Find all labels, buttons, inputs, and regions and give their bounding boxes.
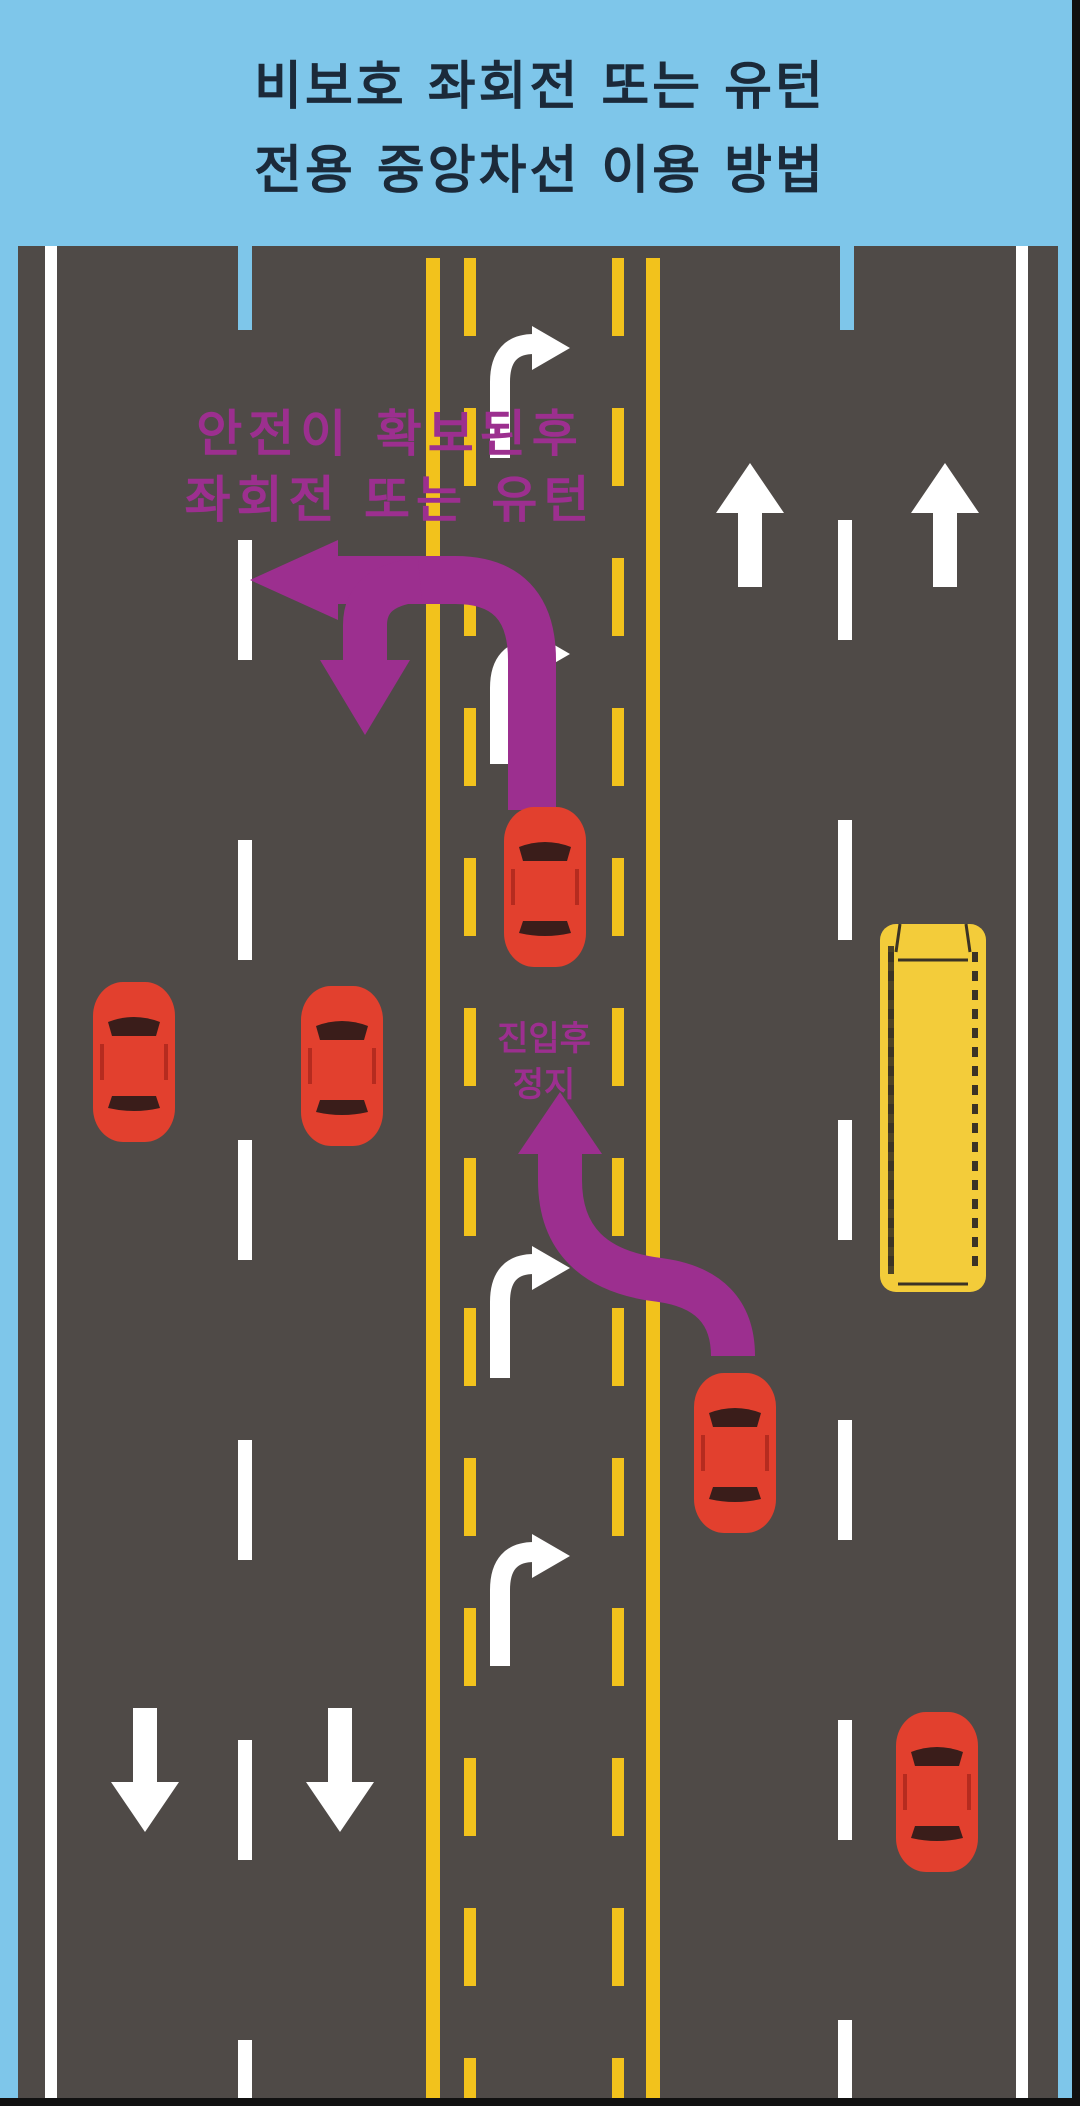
- center-solid-yellow-left: [426, 258, 440, 2106]
- white-lane-dash: [838, 1420, 852, 1540]
- label-enter-stop-line-2: 정지: [512, 1065, 576, 1105]
- white-lane-dash: [838, 820, 852, 940]
- yellow-lane-dash: [464, 1458, 476, 1536]
- yellow-lane-dash: [464, 258, 476, 336]
- yellow-lane-dash: [612, 1158, 624, 1236]
- yellow-lane-dash: [612, 858, 624, 936]
- white-lane-dash: [238, 1440, 252, 1560]
- yellow-lane-dash: [612, 408, 624, 486]
- white-lane-dash: [238, 540, 252, 660]
- white-lane-dash: [238, 2040, 252, 2106]
- car-icon: [694, 1373, 776, 1533]
- car-icon: [896, 1712, 978, 1872]
- title-line-2: 전용 중앙차선 이용 방법: [254, 141, 826, 201]
- yellow-lane-dash: [464, 1908, 476, 1986]
- white-lane-dash: [238, 1140, 252, 1260]
- white-lane-dash: [238, 1740, 252, 1860]
- yellow-lane-dash: [612, 1458, 624, 1536]
- yellow-lane-dash: [612, 708, 624, 786]
- lane-dashes: [238, 520, 852, 2106]
- yellow-lane-dash: [612, 1758, 624, 1836]
- yellow-lane-dash: [612, 258, 624, 336]
- car-icon: [301, 986, 383, 1146]
- yellow-lane-dash: [612, 2058, 624, 2106]
- yellow-lane-dash: [612, 1908, 624, 1986]
- center-solid-yellow-right: [646, 258, 660, 2106]
- yellow-lane-dash: [612, 1308, 624, 1386]
- white-lane-dash: [838, 1120, 852, 1240]
- yellow-lane-dash: [464, 2058, 476, 2106]
- bus-icon: [880, 923, 986, 1292]
- label-enter-stop-line-1: 진입후: [497, 1019, 591, 1059]
- yellow-lane-dash: [464, 1758, 476, 1836]
- yellow-lane-dash: [464, 708, 476, 786]
- enter-center-lane-guide-arrow: [518, 1092, 755, 1357]
- yellow-lane-dash: [612, 558, 624, 636]
- left-edge-line: [45, 246, 57, 2106]
- left-turn-uturn-guide-arrow: [250, 540, 556, 810]
- yellow-lane-dash: [612, 1008, 624, 1086]
- yellow-lane-dash: [464, 1308, 476, 1386]
- car-icon: [93, 982, 175, 1142]
- yellow-lane-dash: [612, 1608, 624, 1686]
- white-lane-dash: [838, 1720, 852, 1840]
- label-after-safety-line-1: 안전이 확보된후: [196, 405, 584, 463]
- yellow-lane-dash: [464, 408, 476, 486]
- car-icon: [504, 807, 586, 967]
- center-dashed-yellow: [464, 258, 624, 2106]
- yellow-lane-dash: [464, 1608, 476, 1686]
- white-lane-dash: [838, 2020, 852, 2106]
- label-after-safety-line-2: 좌회전 또는 유턴: [184, 471, 596, 529]
- title-line-1: 비보호 좌회전 또는 유턴: [254, 57, 826, 117]
- white-lane-dash: [238, 840, 252, 960]
- yellow-lane-dash: [464, 858, 476, 936]
- yellow-lane-dash: [464, 1008, 476, 1086]
- yellow-lane-dash: [464, 1158, 476, 1236]
- right-edge-line: [1016, 246, 1028, 2106]
- white-lane-dash: [838, 520, 852, 640]
